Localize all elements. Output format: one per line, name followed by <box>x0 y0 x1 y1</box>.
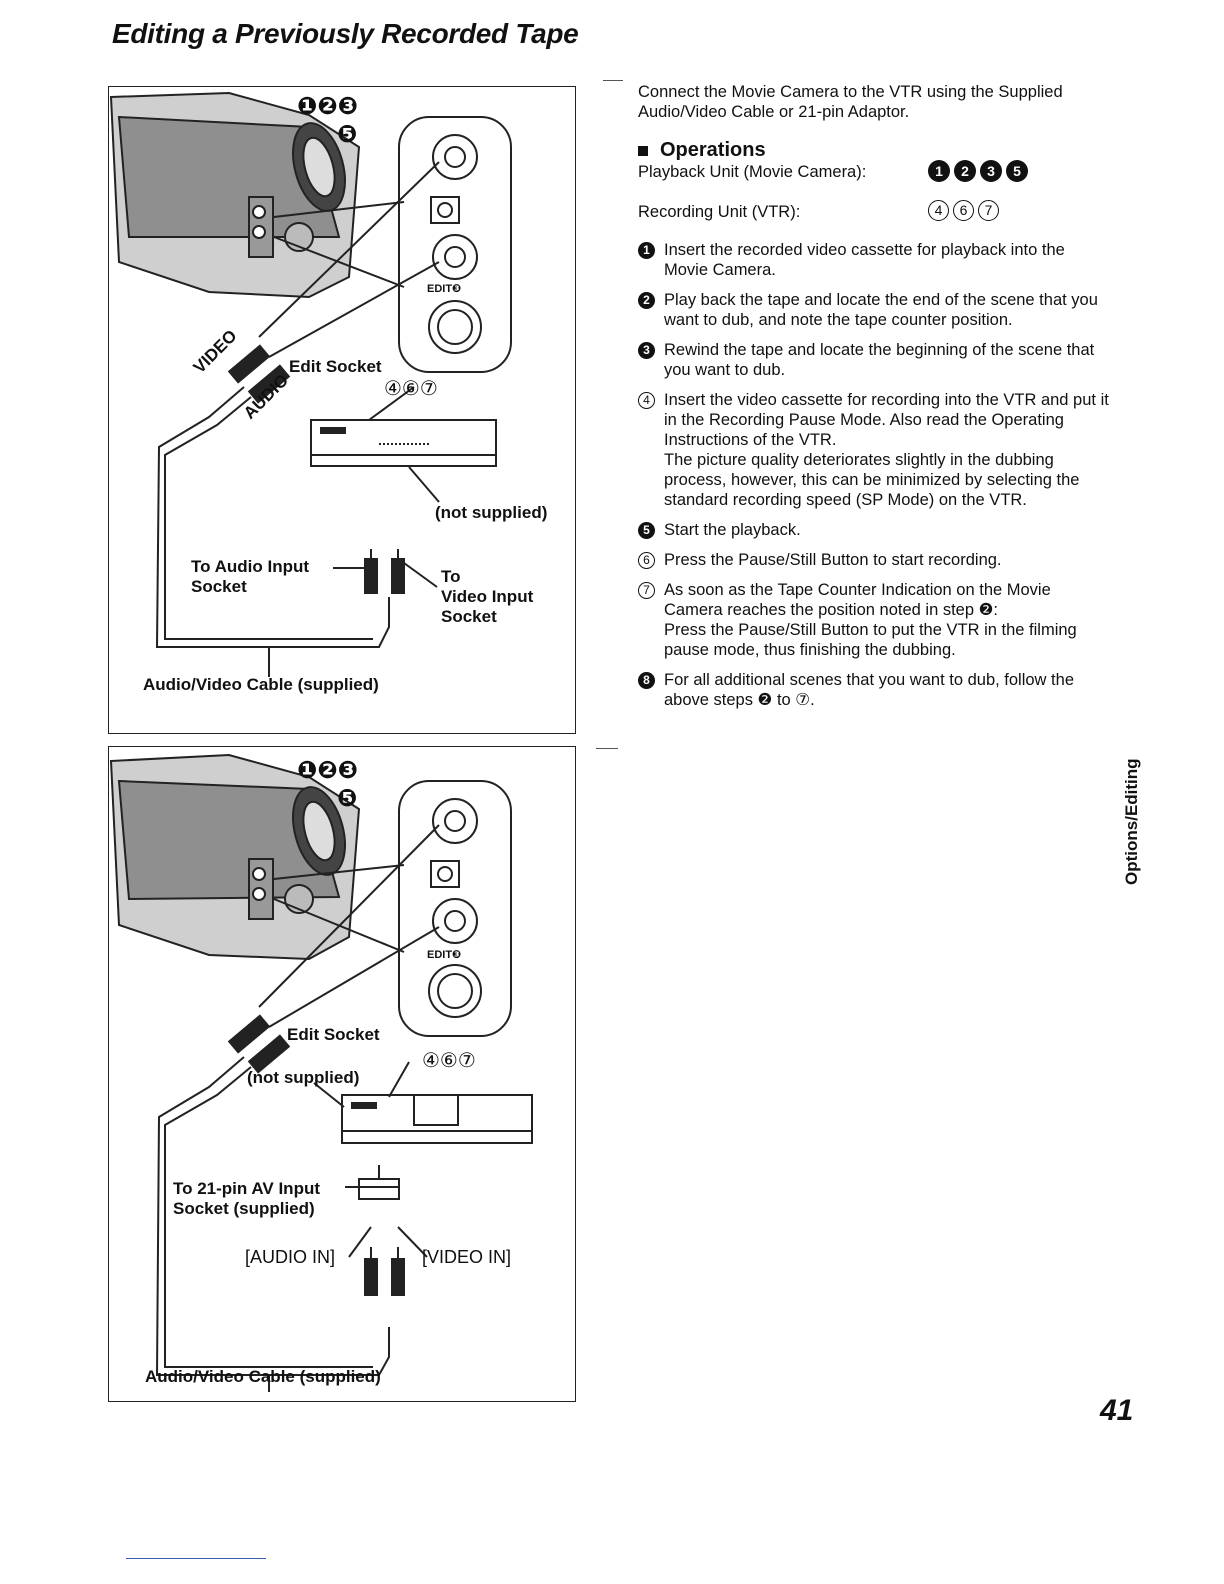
audio-input-label: To Audio Input Socket <box>191 557 310 596</box>
step-item: 6 Press the Pause/Still Button to start r… <box>638 550 1110 570</box>
step-number-6-icon: 6 <box>638 552 655 569</box>
page-title: Editing a Previously Recorded Tape <box>112 18 579 49</box>
side-tab-label: Options/Editing <box>1122 758 1141 885</box>
step-number-6-icon: 6 <box>953 200 974 221</box>
step-number-4-icon: 4 <box>638 392 655 409</box>
callout-playback-step5: ❺ <box>337 785 358 812</box>
intro-text: Connect the Movie Camera to the VTR usin… <box>638 83 1063 121</box>
step-item: 8 For all additional scenes that you want… <box>638 670 1110 710</box>
step-item: 1 Insert the recorded video cassette for … <box>638 240 1110 280</box>
recording-unit-label: Recording Unit (VTR): <box>638 203 801 221</box>
figure-camera-to-vtr-av-cable: ❶❷❸ ❺ EDIT❸ Edit Socket ④⑥⑦ VIDEO AUDIO … <box>108 86 576 734</box>
step-number-7-icon: 7 <box>978 200 999 221</box>
step-item: 3 Rewind the tape and locate the beginnin… <box>638 340 1110 380</box>
cable-label: Audio/Video Cable (supplied) <box>143 675 379 694</box>
side-tab: Options/Editing <box>1122 745 1148 885</box>
callout-recording-steps: ④⑥⑦ <box>384 378 438 400</box>
leader-dash <box>603 80 623 81</box>
callout-playback-steps: ❶❷❸ <box>297 757 358 784</box>
steps-list: 1 Insert the recorded video cassette for … <box>638 240 1110 720</box>
step-number-5-icon: 5 <box>638 522 655 539</box>
step-number-7-icon: 7 <box>638 582 655 599</box>
edit-socket-label: Edit Socket <box>289 357 382 376</box>
edit-mark: EDIT❸ <box>427 283 462 295</box>
step-item: 7 As soon as the Tape Counter Indication … <box>638 580 1110 660</box>
step-number-3-icon: 3 <box>980 160 1002 182</box>
step-text: Play back the tape and locate the end of… <box>664 291 1098 329</box>
video-in-label: [VIDEO IN] <box>422 1247 512 1267</box>
bullet-square-icon <box>638 145 648 156</box>
step-item: 2 Play back the tape and locate the end o… <box>638 290 1110 330</box>
step-number-1-icon: 1 <box>638 242 655 259</box>
step-text: Insert the recorded video cassette for p… <box>664 241 1065 279</box>
step-text: Start the playback. <box>664 521 801 539</box>
pin-input-label: To 21-pin AV Input Socket (supplied) <box>173 1179 320 1218</box>
step-number-5-icon: 5 <box>1006 160 1028 182</box>
cable-label: Audio/Video Cable (supplied) <box>145 1367 381 1386</box>
step-number-4-icon: 4 <box>928 200 949 221</box>
leader-dash <box>596 748 618 749</box>
not-supplied-label: (not supplied) <box>247 1068 360 1087</box>
step-number-2-icon: 2 <box>638 292 655 309</box>
step-item: 4 Insert the video cassette for recording… <box>638 390 1110 510</box>
step-number-8-icon: 8 <box>638 672 655 689</box>
playback-unit-label: Playback Unit (Movie Camera): <box>638 163 867 181</box>
step-text: Rewind the tape and locate the beginning… <box>664 341 1095 379</box>
callout-recording-steps: ④⑥⑦ <box>422 1050 476 1072</box>
edit-socket-label: Edit Socket <box>287 1025 380 1044</box>
figure-camera-to-vtr-21pin: ❶❷❸ ❺ EDIT❸ Edit Socket ④⑥⑦ (not supplie… <box>108 746 576 1402</box>
not-supplied-label: (not supplied) <box>435 503 548 522</box>
step-item: 5 Start the playback. <box>638 520 1110 540</box>
page-number: 41 <box>1100 1394 1134 1427</box>
callout-playback-steps: ❶❷❸ <box>297 93 358 120</box>
audio-in-label: [AUDIO IN] <box>245 1247 336 1267</box>
callout-playback-step5: ❺ <box>337 121 358 148</box>
step-text: Insert the video cassette for recording … <box>664 391 1109 509</box>
step-number-1-icon: 1 <box>928 160 950 182</box>
edit-mark: EDIT❸ <box>427 949 462 961</box>
step-text: As soon as the Tape Counter Indication o… <box>664 581 1077 659</box>
video-input-label: To Video Input Socket <box>441 567 534 626</box>
figure2-illustration <box>109 753 533 1392</box>
step-text: For all additional scenes that you want … <box>664 671 1074 709</box>
footer-rule <box>126 1558 266 1559</box>
step-text: Press the Pause/Still Button to start re… <box>664 551 1002 569</box>
step-number-3-icon: 3 <box>638 342 655 359</box>
figure1-illustration <box>109 91 512 677</box>
operations-heading: Operations <box>638 139 766 162</box>
step-number-2-icon: 2 <box>954 160 976 182</box>
